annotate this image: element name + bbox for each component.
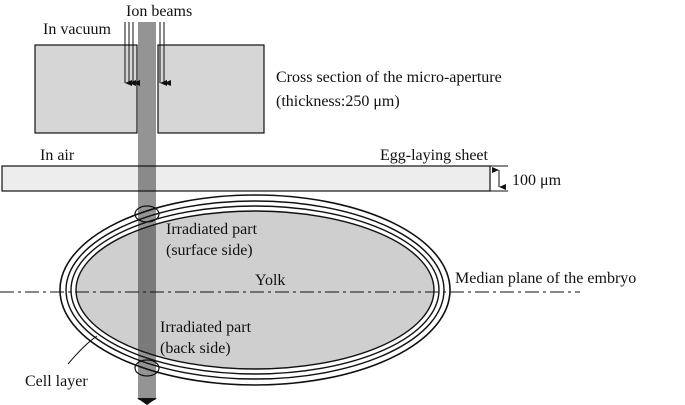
sheet-thickness-label: 100 μm [512,172,562,189]
egg-laying-sheet [1,165,491,192]
irradiated-part-surface-marker [134,205,160,223]
irradiated-back-label-line2: (back side) [160,340,231,357]
beam-exit-arrows [137,398,157,405]
irradiated-surface-label-line1: Irradiated part [166,221,258,238]
irradiated-surface-label-line2: (surface side) [166,242,253,259]
yolk-label: Yolk [255,272,285,289]
ion-beams-label: Ion beams [126,3,192,20]
aperture-block-left [34,44,138,134]
irradiated-back-label-line1: Irradiated part [160,319,252,336]
cell-layer-label: Cell layer [25,373,88,390]
ion-beam-bundle [138,22,156,400]
aperture-block-right [157,44,265,134]
irradiated-part-back-marker [134,359,160,377]
blocked-beam-arrows-left [124,22,140,86]
embryo-outer-membrane-3 [70,205,440,375]
sheet-thickness-dimension [490,165,508,192]
embryo-outer-membrane-2 [65,200,445,380]
blocked-beam-arrows-right [159,22,171,86]
aperture-title-label: Cross section of the micro-aperture [276,69,502,86]
in-vacuum-label: In vacuum [43,21,112,38]
cell-layer-leader [67,335,98,365]
egg-laying-sheet-label: Egg-laying sheet [380,147,489,164]
median-plane-label: Median plane of the embryo [455,270,636,287]
yolk-region [75,210,435,370]
aperture-thickness-label: (thickness:250 μm) [276,93,400,110]
in-air-label: In air [40,147,75,164]
